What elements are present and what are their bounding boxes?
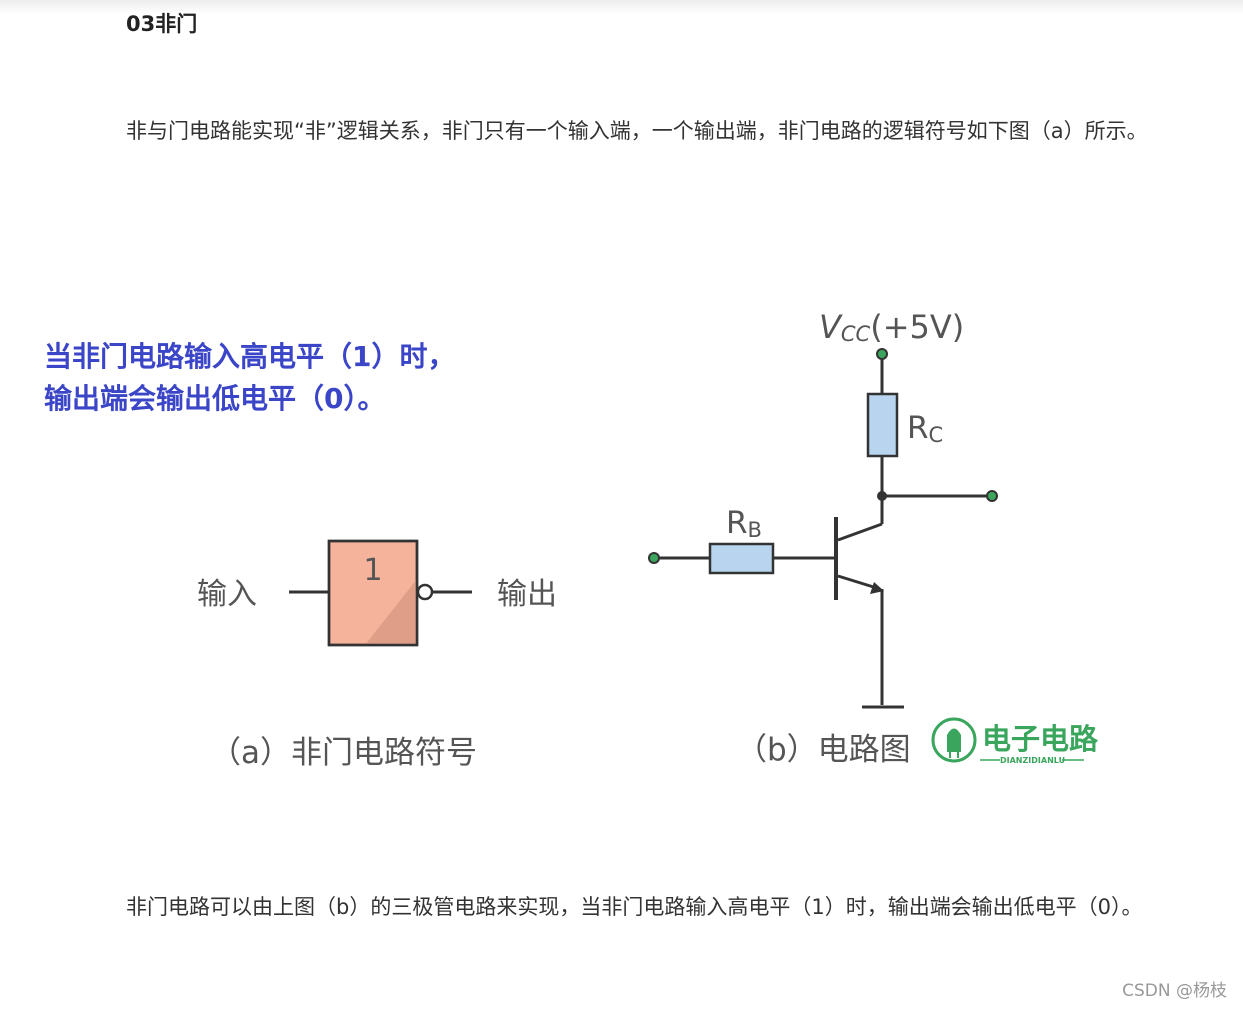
- rb-label: RB: [726, 505, 762, 542]
- body-paragraph: 非门电路可以由上图（b）的三极管电路来实现，当非门电路输入高电平（1）时，输出端…: [126, 895, 1143, 919]
- input-node: [648, 552, 660, 564]
- vcc-v: V: [819, 308, 843, 346]
- not-gate-symbol: 1 输入 输出 （a）非门电路符号: [197, 539, 557, 771]
- vcc-node: [876, 348, 888, 360]
- vcc-voltage: (+5V): [870, 308, 964, 346]
- callout-line-2: 输出端会输出低电平（0）。: [44, 382, 386, 415]
- output-label: 输出: [497, 577, 557, 612]
- logo-subtitle: DIANZIDIANLU: [1000, 756, 1065, 765]
- top-shadow-bar: [0, 0, 1243, 14]
- rc-r: R: [907, 410, 929, 446]
- rb-subscript: B: [748, 518, 762, 542]
- logo-title: 电子电路: [982, 722, 1099, 756]
- caption-b: （b）电路图: [736, 732, 911, 768]
- vcc-subscript: CC: [841, 322, 871, 346]
- rb-r: R: [726, 505, 748, 541]
- rc-subscript: C: [929, 423, 944, 447]
- callout-annotation: 当非门电路输入高电平（1）时， 输出端会输出低电平（0）。: [44, 336, 455, 420]
- csdn-watermark: CSDN @杨枝: [1122, 981, 1227, 1001]
- gate-shade: [365, 579, 417, 645]
- logo-led-icon: [947, 728, 961, 752]
- transistor-circuit: VCC(+5V) RC RB （b）电路图: [648, 308, 998, 768]
- transistor-collector-leg: [837, 522, 883, 542]
- input-label: 输入: [197, 577, 257, 612]
- gate-symbol-label: 1: [363, 553, 382, 588]
- resistor-rc: [866, 392, 899, 458]
- dianzidianlu-logo: 电子电路 DIANZIDIANLU: [931, 717, 1099, 765]
- inversion-bubble: [416, 583, 434, 601]
- vcc-label: VCC(+5V): [819, 308, 964, 346]
- resistor-rb: [708, 542, 775, 575]
- caption-a: （a）非门电路符号: [210, 735, 477, 771]
- intro-paragraph: 非与门电路能实现“非”逻辑关系，非门只有一个输入端，一个输出端，非门电路的逻辑符…: [126, 119, 1148, 143]
- callout-line-1: 当非门电路输入高电平（1）时，: [44, 340, 456, 373]
- output-node: [986, 490, 998, 502]
- rc-label: RC: [907, 410, 943, 447]
- section-heading: 03非门: [126, 12, 198, 36]
